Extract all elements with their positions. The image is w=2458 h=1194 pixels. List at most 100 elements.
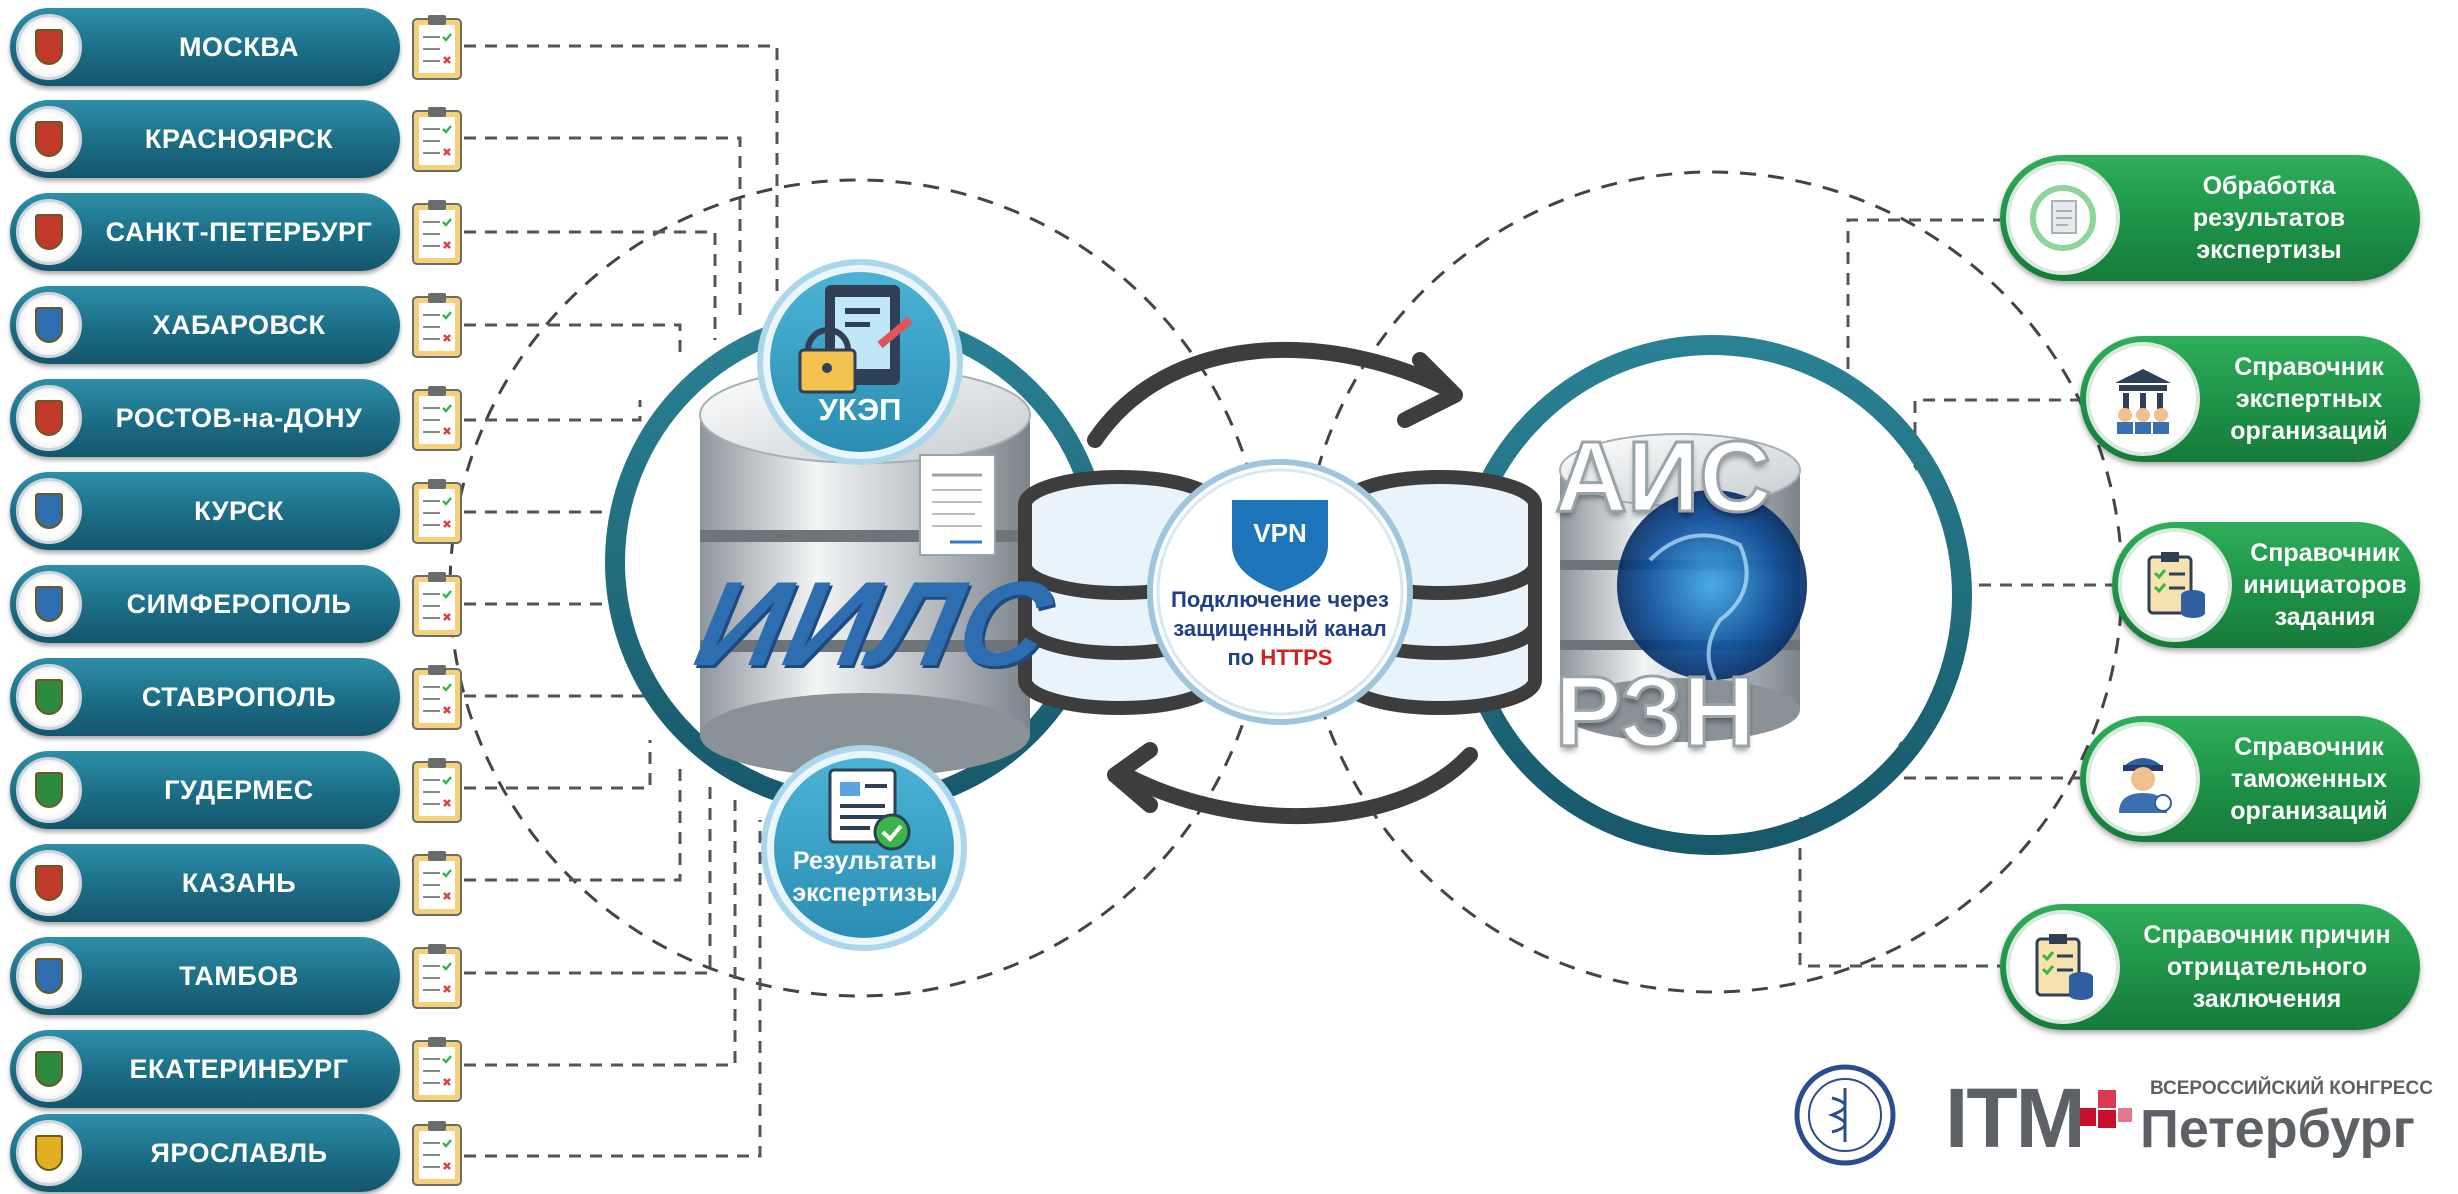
document-icon xyxy=(919,454,996,556)
ref-line: результатов xyxy=(2192,204,2346,232)
checklist-clipboard-icon xyxy=(410,663,464,731)
city-emblem-icon xyxy=(16,292,82,358)
city-pill: САНКТ-ПЕТЕРБУРГ xyxy=(10,193,400,271)
ref-line: Справочник xyxy=(2250,539,2400,567)
city-emblem-icon xyxy=(16,664,82,730)
ref-line: экспертных xyxy=(2235,385,2383,413)
city-emblem-icon xyxy=(16,1120,82,1186)
city-emblem-icon xyxy=(16,757,82,823)
ref-line: инициаторов xyxy=(2243,571,2407,599)
city-name: САНКТ-ПЕТЕРБУРГ xyxy=(105,217,373,247)
https-label: HTTPS xyxy=(1260,645,1333,670)
ref-line: организаций xyxy=(2230,797,2388,825)
city-pill: КУРСК xyxy=(10,472,400,550)
city-emblem-icon xyxy=(16,850,82,916)
city-name: КАЗАНЬ xyxy=(181,868,297,898)
city-pill: МОСКВА xyxy=(10,8,400,86)
ref-line: организаций xyxy=(2230,417,2388,445)
city-pill: КАЗАНЬ xyxy=(10,844,400,922)
rzn-title: РЗН xyxy=(1553,655,1756,770)
clipboard-database-icon xyxy=(2006,910,2120,1024)
globe-icon xyxy=(1617,490,1807,680)
city-name: КУРСК xyxy=(194,496,284,526)
city-emblem-icon xyxy=(16,478,82,544)
roszdravnadzor-seal-icon xyxy=(1794,1064,1896,1166)
organization-people-icon xyxy=(2086,342,2200,456)
checklist-clipboard-icon xyxy=(410,384,464,452)
document-cycle-icon xyxy=(2006,161,2120,275)
checklist-clipboard-icon xyxy=(410,291,464,359)
ref-line: задания xyxy=(2274,603,2376,631)
checked-document-icon xyxy=(828,768,911,851)
itm-city: Петербург xyxy=(2140,1099,2416,1159)
vpn-description: Подключение через защищенный канал по HT… xyxy=(1155,585,1405,672)
city-emblem-icon xyxy=(16,106,82,172)
checklist-clipboard-icon xyxy=(410,477,464,545)
ref-line: Справочник xyxy=(2234,353,2384,381)
city-name: СИМФЕРОПОЛЬ xyxy=(126,589,352,619)
city-emblem-icon xyxy=(16,385,82,451)
checklist-clipboard-icon xyxy=(410,849,464,917)
ukep-label: УКЭП xyxy=(818,392,902,427)
checklist-clipboard-icon xyxy=(410,570,464,638)
checklist-clipboard-icon xyxy=(410,198,464,266)
city-emblem-icon xyxy=(16,1036,82,1102)
results-label: Результаты экспертизы xyxy=(770,845,960,909)
ref-pill-customs: Справочник таможенных организаций xyxy=(2080,716,2420,842)
results-bubble xyxy=(761,745,967,951)
lock-document-icon xyxy=(798,285,913,394)
ref-pill-expert-orgs: Справочник экспертных организаций xyxy=(2080,336,2420,462)
itm-brand: ITM xyxy=(1945,1071,2086,1165)
city-pill: КРАСНОЯРСК xyxy=(10,100,400,178)
city-pill: ЯРОСЛАВЛЬ xyxy=(10,1114,400,1192)
city-emblem-icon xyxy=(16,199,82,265)
iils-title: ИИЛС xyxy=(685,557,1064,691)
city-emblem-icon xyxy=(16,943,82,1009)
checklist-clipboard-icon xyxy=(410,942,464,1010)
city-name: МОСКВА xyxy=(178,32,300,62)
city-pill: РОСТОВ-на-ДОНУ xyxy=(10,379,400,457)
ref-pill-text: Справочник инициаторов задания xyxy=(2236,522,2414,648)
city-pill: ГУДЕРМЕС xyxy=(10,751,400,829)
city-name: ХАБАРОВСК xyxy=(152,310,326,340)
ais-title: АИС xyxy=(1553,420,1772,535)
city-emblem-icon xyxy=(16,14,82,80)
city-name: ГУДЕРМЕС xyxy=(164,775,314,805)
checklist-clipboard-icon xyxy=(410,13,464,81)
ukep-bubble xyxy=(757,259,963,465)
ref-line: отрицательного xyxy=(2166,953,2368,981)
ref-line: заключения xyxy=(2192,985,2342,1013)
vpn-line: Подключение через xyxy=(1171,587,1389,612)
city-name: КРАСНОЯРСК xyxy=(144,124,334,154)
vpn-line: защищенный канал xyxy=(1173,616,1387,641)
ref-line: Обработка xyxy=(2202,172,2336,200)
checklist-clipboard-icon xyxy=(410,1035,464,1103)
city-pill: ХАБАРОВСК xyxy=(10,286,400,364)
ref-pill-text: Справочник таможенных организаций xyxy=(2208,716,2410,842)
city-name: ТАМБОВ xyxy=(179,961,299,991)
ref-line: Справочник xyxy=(2234,733,2384,761)
city-pill: ТАМБОВ xyxy=(10,937,400,1015)
vpn-line-prefix: по xyxy=(1227,645,1261,670)
vpn-line: по HTTPS xyxy=(1155,643,1405,672)
results-label-line: экспертизы xyxy=(792,879,938,907)
checklist-clipboard-icon xyxy=(410,756,464,824)
ais-database-cylinder xyxy=(1559,433,1807,742)
vpn-shield-icon xyxy=(1232,500,1328,592)
customs-officer-icon xyxy=(2086,722,2200,836)
city-name: ЕКАТЕРИНБУРГ xyxy=(129,1054,349,1084)
ref-pill-text: Справочник экспертных организаций xyxy=(2208,336,2410,462)
vpn-badge: VPN xyxy=(1253,518,1307,548)
checklist-clipboard-icon xyxy=(410,1119,464,1187)
city-name: РОСТОВ-на-ДОНУ xyxy=(115,403,363,433)
results-label-line: Результаты xyxy=(792,847,938,875)
ref-pill-initiators: Справочник инициаторов задания xyxy=(2112,522,2420,648)
city-pill: ЕКАТЕРИНБУРГ xyxy=(10,1030,400,1108)
checklist-clipboard-icon xyxy=(410,105,464,173)
ref-line: таможенных xyxy=(2230,765,2387,793)
city-name: ЯРОСЛАВЛЬ xyxy=(150,1138,328,1168)
